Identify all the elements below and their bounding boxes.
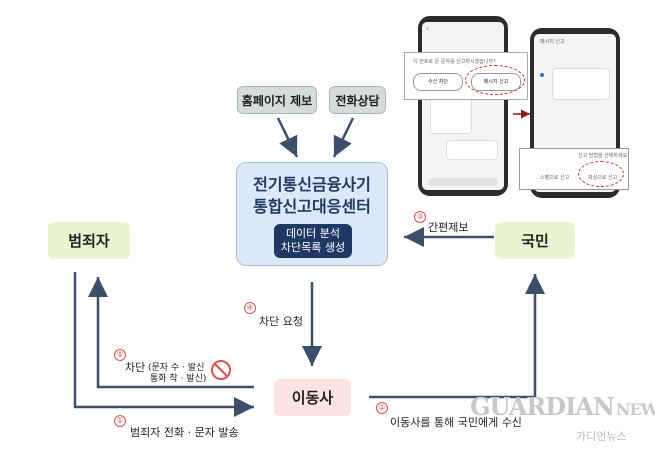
block-receive-button[interactable]: 수신 차단 — [413, 73, 463, 91]
phone-right-message — [552, 68, 610, 100]
center-title-line1: 전기통신금융사기 — [253, 175, 371, 194]
report-choice-panel: 신고 방법을 선택하세요 스팸으로 신고 피싱으로 신고 — [519, 148, 629, 190]
step-1-label: 범죄자 전화 · 문자 발송 — [130, 426, 239, 439]
step-2-label: 이동사를 통해 국민에게 수신 — [390, 416, 522, 429]
phone-left-screen: ‹ — [422, 22, 504, 190]
step-3-label: 간편제보 — [428, 221, 469, 234]
phone-right-dot — [540, 73, 544, 77]
watermark-logo-text: GUARDIAN — [470, 392, 615, 421]
step-3-number: ③ — [414, 211, 426, 223]
phone-left-back-icon: ‹ — [426, 25, 429, 33]
report-choice-title: 신고 방법을 선택하세요 — [578, 153, 628, 159]
carrier-label: 이동사 — [291, 389, 334, 407]
prohibited-icon — [211, 360, 231, 380]
highlight-circle-left — [465, 65, 525, 95]
criminal-label: 범죄자 — [68, 232, 110, 250]
step-5-number: ⑤ — [114, 349, 126, 361]
citizen-box: 국민 — [495, 222, 575, 259]
phone-left: ‹ — [418, 16, 508, 196]
carrier-box: 이동사 — [274, 379, 351, 416]
phone-right-header: 메시지 신고 — [540, 39, 565, 45]
report-popup: 이 번호로 온 문자를 신고하시겠습니까? 수신 차단 메시지 신고 — [404, 52, 528, 100]
phone-left-input-bar — [428, 178, 498, 186]
spam-report-option[interactable]: 스팸으로 신고 — [540, 175, 570, 181]
step-4-label: 차단 요청 — [259, 315, 303, 328]
watermark-logo-suffix: NEWS — [615, 400, 655, 419]
step-4-number: ④ — [244, 302, 256, 314]
citizen-label: 국민 — [521, 232, 549, 250]
center-title-line2: 통합신고대응센터 — [253, 197, 371, 216]
arrow-carrier-to-citizen — [369, 274, 545, 399]
report-center-box: 전기통신금융사기 통합신고대응센터 데이터 분석 차단목록 생성 — [236, 162, 388, 266]
data-analysis-box: 데이터 분석 차단목록 생성 — [274, 224, 352, 258]
phone-left-message-2 — [446, 140, 498, 160]
block-list-label: 차단목록 생성 — [280, 241, 346, 254]
watermark-logo: GUARDIANNEWS — [470, 392, 655, 421]
step-5-label: 차단 — [125, 361, 146, 374]
step-5-detail-line1: (문자 수 · 발신 — [148, 363, 205, 373]
step-1-number: ① — [114, 415, 126, 427]
arrow-carrier-to-criminal — [88, 277, 254, 389]
arrow-criminal-to-carrier — [73, 272, 254, 417]
block-receive-label: 수신 차단 — [428, 79, 448, 85]
arrow-homepage-to-center — [276, 117, 299, 158]
highlight-circle-right — [578, 161, 624, 187]
data-analysis-label: 데이터 분석 — [285, 227, 341, 240]
report-popup-text: 이 번호로 온 문자를 신고하시겠습니까? — [413, 59, 496, 65]
phone-left-message-1 — [430, 96, 472, 134]
arrow-phone-to-center — [332, 117, 355, 158]
watermark-sub: 가디언뉴스 — [576, 430, 627, 443]
homepage-report-box: 홈페이지 제보 — [237, 86, 317, 114]
phone-consult-box: 전화상담 — [329, 86, 386, 114]
homepage-report-label: 홈페이지 제보 — [241, 93, 313, 108]
step-5-detail-line2: 통화 착 · 발신) — [150, 374, 207, 384]
phone-consult-label: 전화상담 — [335, 93, 380, 108]
step-2-number: ② — [376, 402, 388, 414]
criminal-box: 범죄자 — [48, 222, 130, 259]
